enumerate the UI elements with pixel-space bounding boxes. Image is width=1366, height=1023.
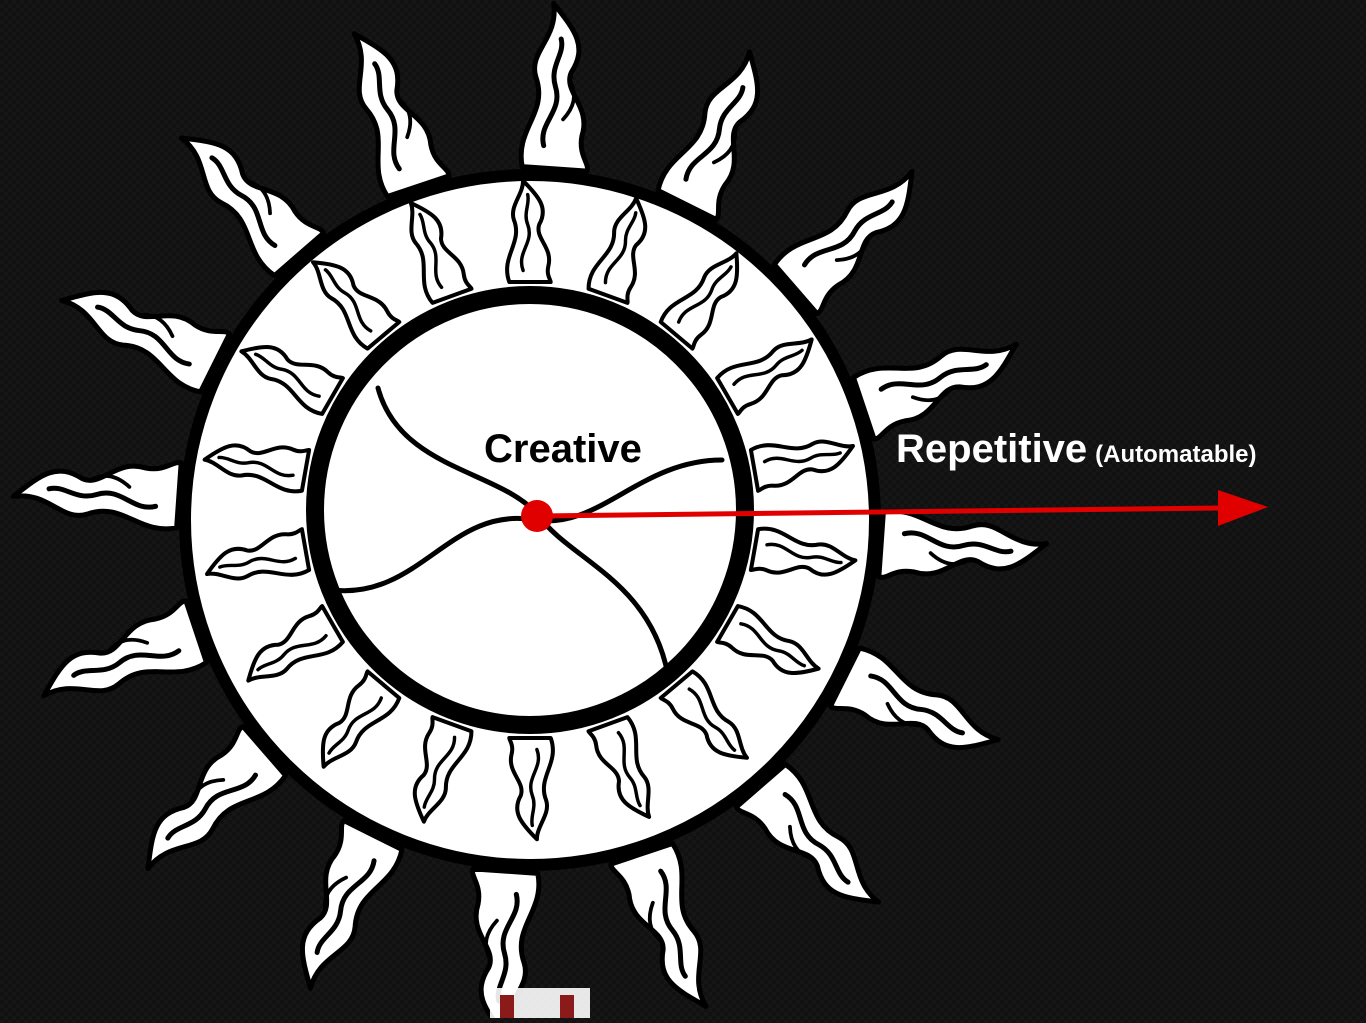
repetitive-label: Repetitive (Automatable)	[896, 427, 1257, 472]
flame-ornament-icon	[879, 510, 1048, 589]
flame-ornament-icon	[853, 323, 1031, 439]
flame-ornament-icon	[270, 820, 404, 998]
flame-ornament-icon	[830, 646, 1008, 780]
flame-ornament-icon	[736, 763, 895, 932]
creative-label: Creative	[484, 427, 642, 472]
flame-ornament-icon	[333, 19, 449, 197]
flame-ornament-icon	[12, 451, 181, 530]
partial-logo	[490, 988, 590, 1018]
automatable-note: (Automatable)	[1095, 441, 1256, 468]
red-dot-icon	[521, 500, 553, 532]
flame-ornament-icon	[773, 155, 942, 314]
flame-ornament-icon	[165, 108, 324, 277]
flame-ornament-icon	[520, 2, 599, 171]
flame-ornament-icon	[656, 42, 790, 220]
flame-ornament-icon	[611, 843, 727, 1018]
flame-ornament-icon	[29, 601, 207, 717]
arrowhead-icon	[1218, 490, 1268, 526]
flame-ornament-icon	[118, 726, 287, 885]
repetitive-label-text: Repetitive	[896, 427, 1087, 471]
flame-ornament-icon	[52, 260, 230, 394]
